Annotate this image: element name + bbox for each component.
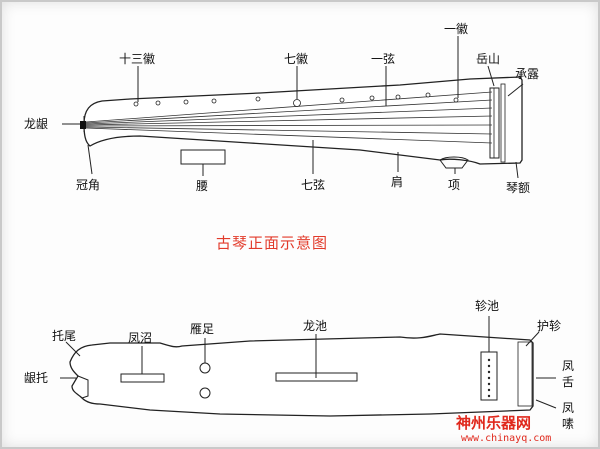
label-feng-zhao: 凤沼 — [128, 331, 152, 345]
label-jian: 肩 — [391, 174, 403, 189]
label-feng-she-1: 凤 — [562, 359, 574, 373]
label-feng-yi-2: 嗉 — [562, 416, 574, 431]
back-view: 托尾 凤沼 雁足 龙池 轸池 护轸 龈托 凤 舌 凤 嗉 — [24, 299, 574, 431]
watermark: 神州乐器网 www.chinayq.com — [456, 414, 551, 444]
watermark-title: 神州乐器网 — [456, 414, 531, 432]
leader-lines-bottom — [60, 316, 557, 409]
yanzu-bottom — [199, 387, 211, 399]
xiang-shape — [439, 156, 469, 169]
label-cheng-lu: 承露 — [515, 67, 539, 81]
front-view: 十三徽 七徽 一弦 一徽 岳山 承露 龙龈 冠角 腰 七弦 肩 项 琴额 古琴正… — [24, 21, 539, 252]
watermark-url: www.chinayq.com — [461, 433, 551, 444]
yueshan-bridge — [489, 87, 500, 159]
label-zhen-chi: 轸池 — [475, 299, 499, 313]
label-yin-tuo: 龈托 — [24, 371, 48, 385]
leader-lines-top — [62, 36, 524, 179]
label-guan-jiao: 冠角 — [76, 178, 100, 192]
fengzhao-slot — [120, 373, 165, 383]
label-qi-hui: 七徽 — [284, 51, 308, 66]
tuowei-hook — [77, 375, 89, 399]
label-shisan-hui: 十三徽 — [119, 51, 155, 66]
yao-block — [180, 149, 226, 165]
label-long-chi: 龙池 — [303, 319, 327, 333]
label-feng-yi-1: 凤 — [562, 401, 574, 415]
label-feng-she-2: 舌 — [562, 375, 574, 389]
longyin-block — [80, 121, 86, 129]
chenglu — [500, 83, 506, 163]
label-qi-xian: 七弦 — [301, 177, 325, 192]
label-yao: 腰 — [196, 179, 208, 193]
label-yan-zu: 雁足 — [190, 322, 214, 336]
label-hu-zhen: 护轸 — [537, 319, 561, 333]
strings — [85, 91, 493, 144]
label-yi-xian: 一弦 — [371, 51, 395, 66]
label-tuo-wei: 托尾 — [52, 329, 76, 343]
hui-markers — [133, 92, 459, 107]
yanzu-top — [199, 362, 211, 374]
caption-front-view: 古琴正面示意图 — [216, 234, 328, 252]
huzhen-edge — [517, 341, 533, 407]
label-xiang: 项 — [448, 178, 460, 192]
label-yi-hui: 一徽 — [444, 21, 468, 36]
zhen-pegs — [487, 358, 491, 398]
label-long-yin: 龙龈 — [24, 117, 48, 131]
label-qin-e: 琴额 — [506, 181, 530, 195]
label-yue-shan: 岳山 — [476, 52, 500, 66]
